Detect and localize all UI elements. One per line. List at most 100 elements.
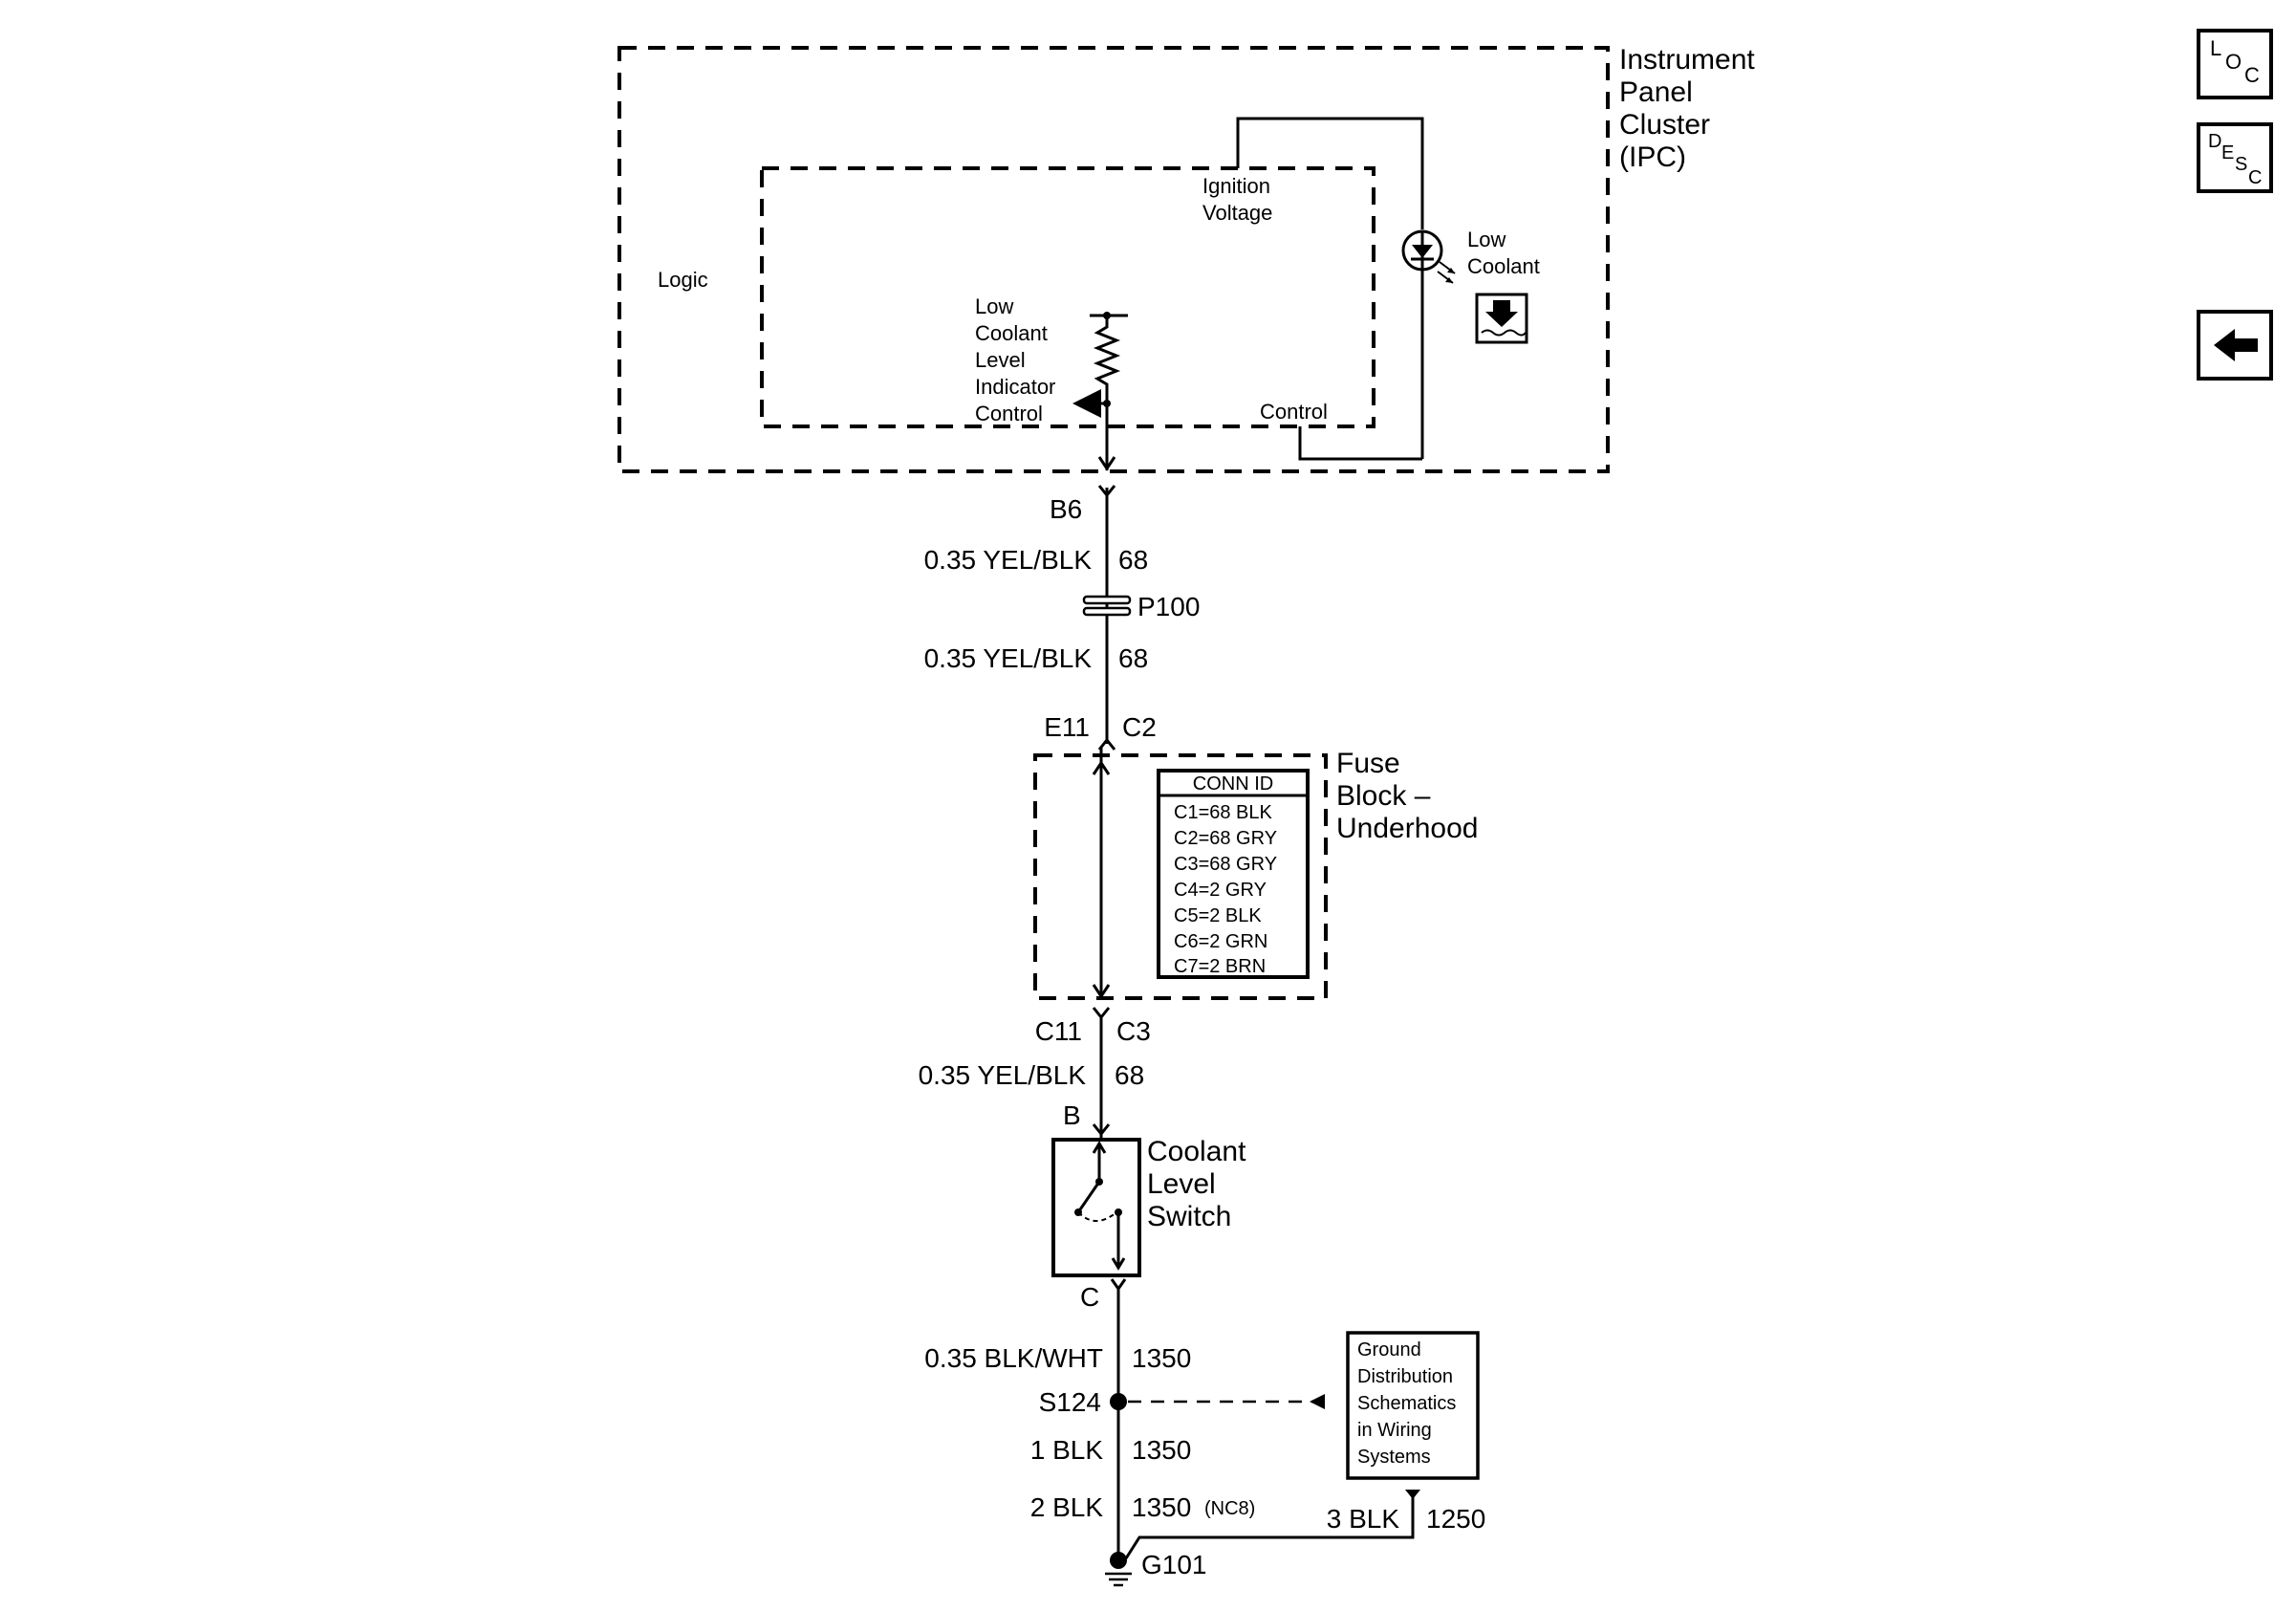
e11-connector-icon (1097, 737, 1116, 751)
fuse-block-boundary (1033, 753, 1328, 1000)
s124-label: S124 (1039, 1387, 1101, 1417)
switch-label-line3: Switch (1147, 1201, 1231, 1232)
ground-ref-box (1346, 1331, 1480, 1480)
lamp-label-line2: Coolant (1467, 254, 1540, 278)
wire3-gauge-label: 0.35 YEL/BLK (919, 1060, 1087, 1090)
ipc-title-line1: Instrument (1619, 44, 1755, 76)
desc-letter-e: E (2221, 142, 2234, 163)
wire4-gauge-label: 0.35 BLK/WHT (924, 1343, 1103, 1373)
description-button[interactable]: D E S C (2197, 122, 2273, 193)
indicator-label-line4: Indicator (975, 375, 1055, 399)
wire3-circuit-label: 68 (1115, 1060, 1144, 1090)
ipc-title-line4: (IPC) (1619, 142, 1686, 173)
pull-up-resistor-icon (1093, 316, 1121, 403)
wire7-gauge-label: 3 BLK (1327, 1504, 1400, 1534)
conn-id-row: C1=68 BLK (1174, 802, 1273, 823)
wire2-circuit-label: 68 (1118, 643, 1148, 673)
ignition-voltage-wire (1236, 117, 1424, 229)
conn-id-row: C3=68 GRY (1174, 854, 1277, 875)
fuse-block-title-line3: Underhood (1336, 813, 1478, 844)
g101-label: G101 (1141, 1550, 1207, 1579)
switch-label-line2: Level (1147, 1168, 1216, 1200)
ground-icon (1105, 1572, 1132, 1587)
switch-body (1051, 1138, 1141, 1277)
wire7-circuit-label: 1250 (1426, 1504, 1485, 1534)
desc-letter-d: D (2208, 131, 2221, 152)
desc-letter-c: C (2248, 167, 2262, 188)
s124-splice-node (1110, 1393, 1127, 1410)
switch-blade (1076, 1181, 1101, 1213)
wire1-gauge-label: 0.35 YEL/BLK (924, 545, 1093, 575)
fuse-block-underhood: Fuse Block – Underhood CONN ID C1=68 BLK… (1033, 748, 1478, 1000)
wire-1250-branch (1124, 1493, 1415, 1559)
coolant-level-switch: Coolant Level Switch (1051, 1136, 1246, 1277)
wire1-circuit-label: 68 (1118, 545, 1148, 575)
control-label: Control (1260, 400, 1328, 424)
switch-input-arrow-icon (1092, 1141, 1107, 1154)
loc-letter-o: O (2225, 50, 2242, 74)
g101-ground-node (1110, 1552, 1127, 1569)
ipc-title-line3: Cluster (1619, 109, 1710, 141)
pin-c-label: C (1080, 1282, 1099, 1312)
coolant-level-symbol-icon (1475, 293, 1528, 344)
low-coolant-led-icon (1401, 229, 1456, 284)
c11-connector-icon (1092, 1007, 1111, 1020)
switch-output-arrow-icon (1111, 1257, 1126, 1271)
ipc-title-line2: Panel (1619, 76, 1693, 108)
p100-label: P100 (1137, 592, 1200, 621)
ground-ref-line2: Distribution (1357, 1366, 1453, 1387)
wire6-gauge-label: 2 BLK (1030, 1492, 1104, 1522)
passthrough-bottom-arrow-icon (1092, 984, 1111, 999)
pin-c11-label: C11 (1035, 1016, 1082, 1046)
location-button[interactable]: L O C (2197, 29, 2273, 99)
wire4-circuit-label: 1350 (1132, 1343, 1191, 1373)
ground-circuit: C 0.35 BLK/WHT 1350 S124 1 BLK 1350 2 BL… (924, 1278, 1485, 1587)
indicator-label-line3: Level (975, 348, 1026, 372)
indicator-label-line1: Low (975, 294, 1013, 318)
ground-ref-line4: in Wiring (1357, 1420, 1432, 1441)
ground-ref-line3: Schematics (1357, 1393, 1456, 1414)
switch-b-connector-icon (1092, 1123, 1111, 1137)
signal-circuit-68: B6 0.35 YEL/BLK 68 P100 0.35 YEL/BLK 68 … (924, 488, 1200, 751)
b6-connector-female-icon (1097, 456, 1116, 471)
pin-b6-label: B6 (1050, 494, 1082, 524)
back-arrow-icon (2214, 329, 2258, 361)
fuse-block-to-switch-circuit: C11 C3 0.35 YEL/BLK 68 B (919, 1007, 1151, 1138)
fuse-block-title-line2: Block – (1336, 780, 1431, 812)
p100-inline-connector-icon (1082, 595, 1132, 617)
conn-id-row: C2=68 GRY (1174, 828, 1277, 849)
lamp-label-line1: Low (1467, 228, 1505, 251)
ignition-label-line2: Voltage (1202, 201, 1272, 225)
wire5-gauge-label: 1 BLK (1030, 1435, 1104, 1465)
indicator-label-line5: Control (975, 402, 1043, 425)
logic-label: Logic (658, 268, 708, 292)
ground-ref-line1: Ground (1357, 1339, 1421, 1361)
desc-letter-s: S (2235, 154, 2247, 175)
ground-reference-arrow-icon (1310, 1394, 1325, 1409)
switch-float-path (1077, 1211, 1117, 1222)
loc-letter-l: L (2210, 36, 2221, 60)
indicator-label-line2: Coolant (975, 321, 1048, 345)
ignition-label-line1: Ignition (1202, 174, 1270, 198)
loc-letter-c: C (2244, 63, 2260, 87)
wire6-circuit-label: 1350 (1132, 1492, 1191, 1522)
ipc-module: Instrument Panel Cluster (IPC) Logic Ign… (617, 44, 1755, 498)
conn-id-table: CONN ID C1=68 BLK C2=68 GRY C3=68 GRY C4… (1157, 769, 1310, 979)
wire5-circuit-label: 1350 (1132, 1435, 1191, 1465)
pin-e11-label: E11 (1044, 712, 1090, 742)
pin-c2-label: C2 (1122, 712, 1157, 742)
conn-id-row: C7=2 BRN (1174, 956, 1266, 977)
conn-id-table-frame (1157, 769, 1310, 979)
pin-b-label: B (1063, 1100, 1081, 1130)
pin-c3-label: C3 (1116, 1016, 1151, 1046)
ground-ref-line5: Systems (1357, 1447, 1431, 1468)
logic-boundary (760, 166, 1375, 428)
ipc-boundary (617, 46, 1610, 473)
conn-id-row: C6=2 GRN (1174, 931, 1267, 952)
back-button[interactable] (2197, 310, 2273, 381)
fuse-block-title-line1: Fuse (1336, 748, 1400, 779)
wire6-option-note: (NC8) (1204, 1498, 1255, 1519)
wire2-gauge-label: 0.35 YEL/BLK (924, 643, 1093, 673)
conn-id-row: C4=2 GRY (1174, 880, 1267, 901)
